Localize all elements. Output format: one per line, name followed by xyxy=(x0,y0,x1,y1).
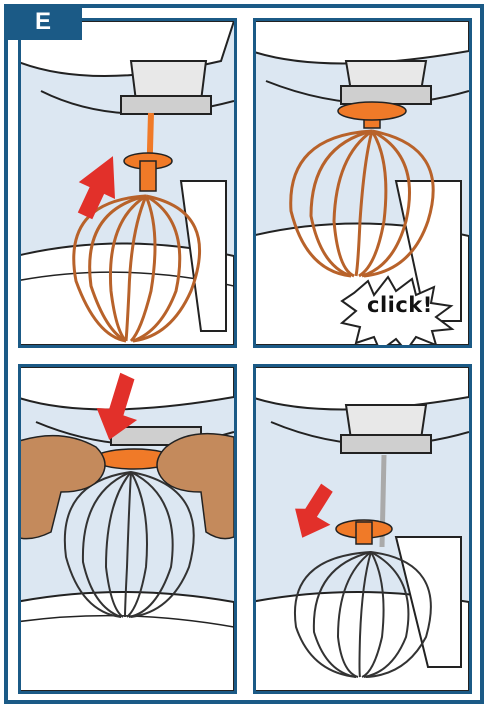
panel-whisk-clicks: click! xyxy=(253,18,472,348)
click-label: click! xyxy=(367,293,433,317)
panel-illustration xyxy=(21,21,234,345)
panel-illustration xyxy=(256,21,469,345)
panel-release-whisk xyxy=(253,364,472,694)
panel-illustration xyxy=(21,367,234,691)
panel-illustration xyxy=(256,367,469,691)
left-hand xyxy=(21,436,105,539)
panel-pull-collar xyxy=(18,364,237,694)
whisk-collar xyxy=(338,102,406,120)
panel-attach-whisk xyxy=(18,18,237,348)
step-label: E xyxy=(4,4,82,40)
arrow-down-icon xyxy=(292,482,340,538)
arrow-up-icon xyxy=(67,148,131,225)
